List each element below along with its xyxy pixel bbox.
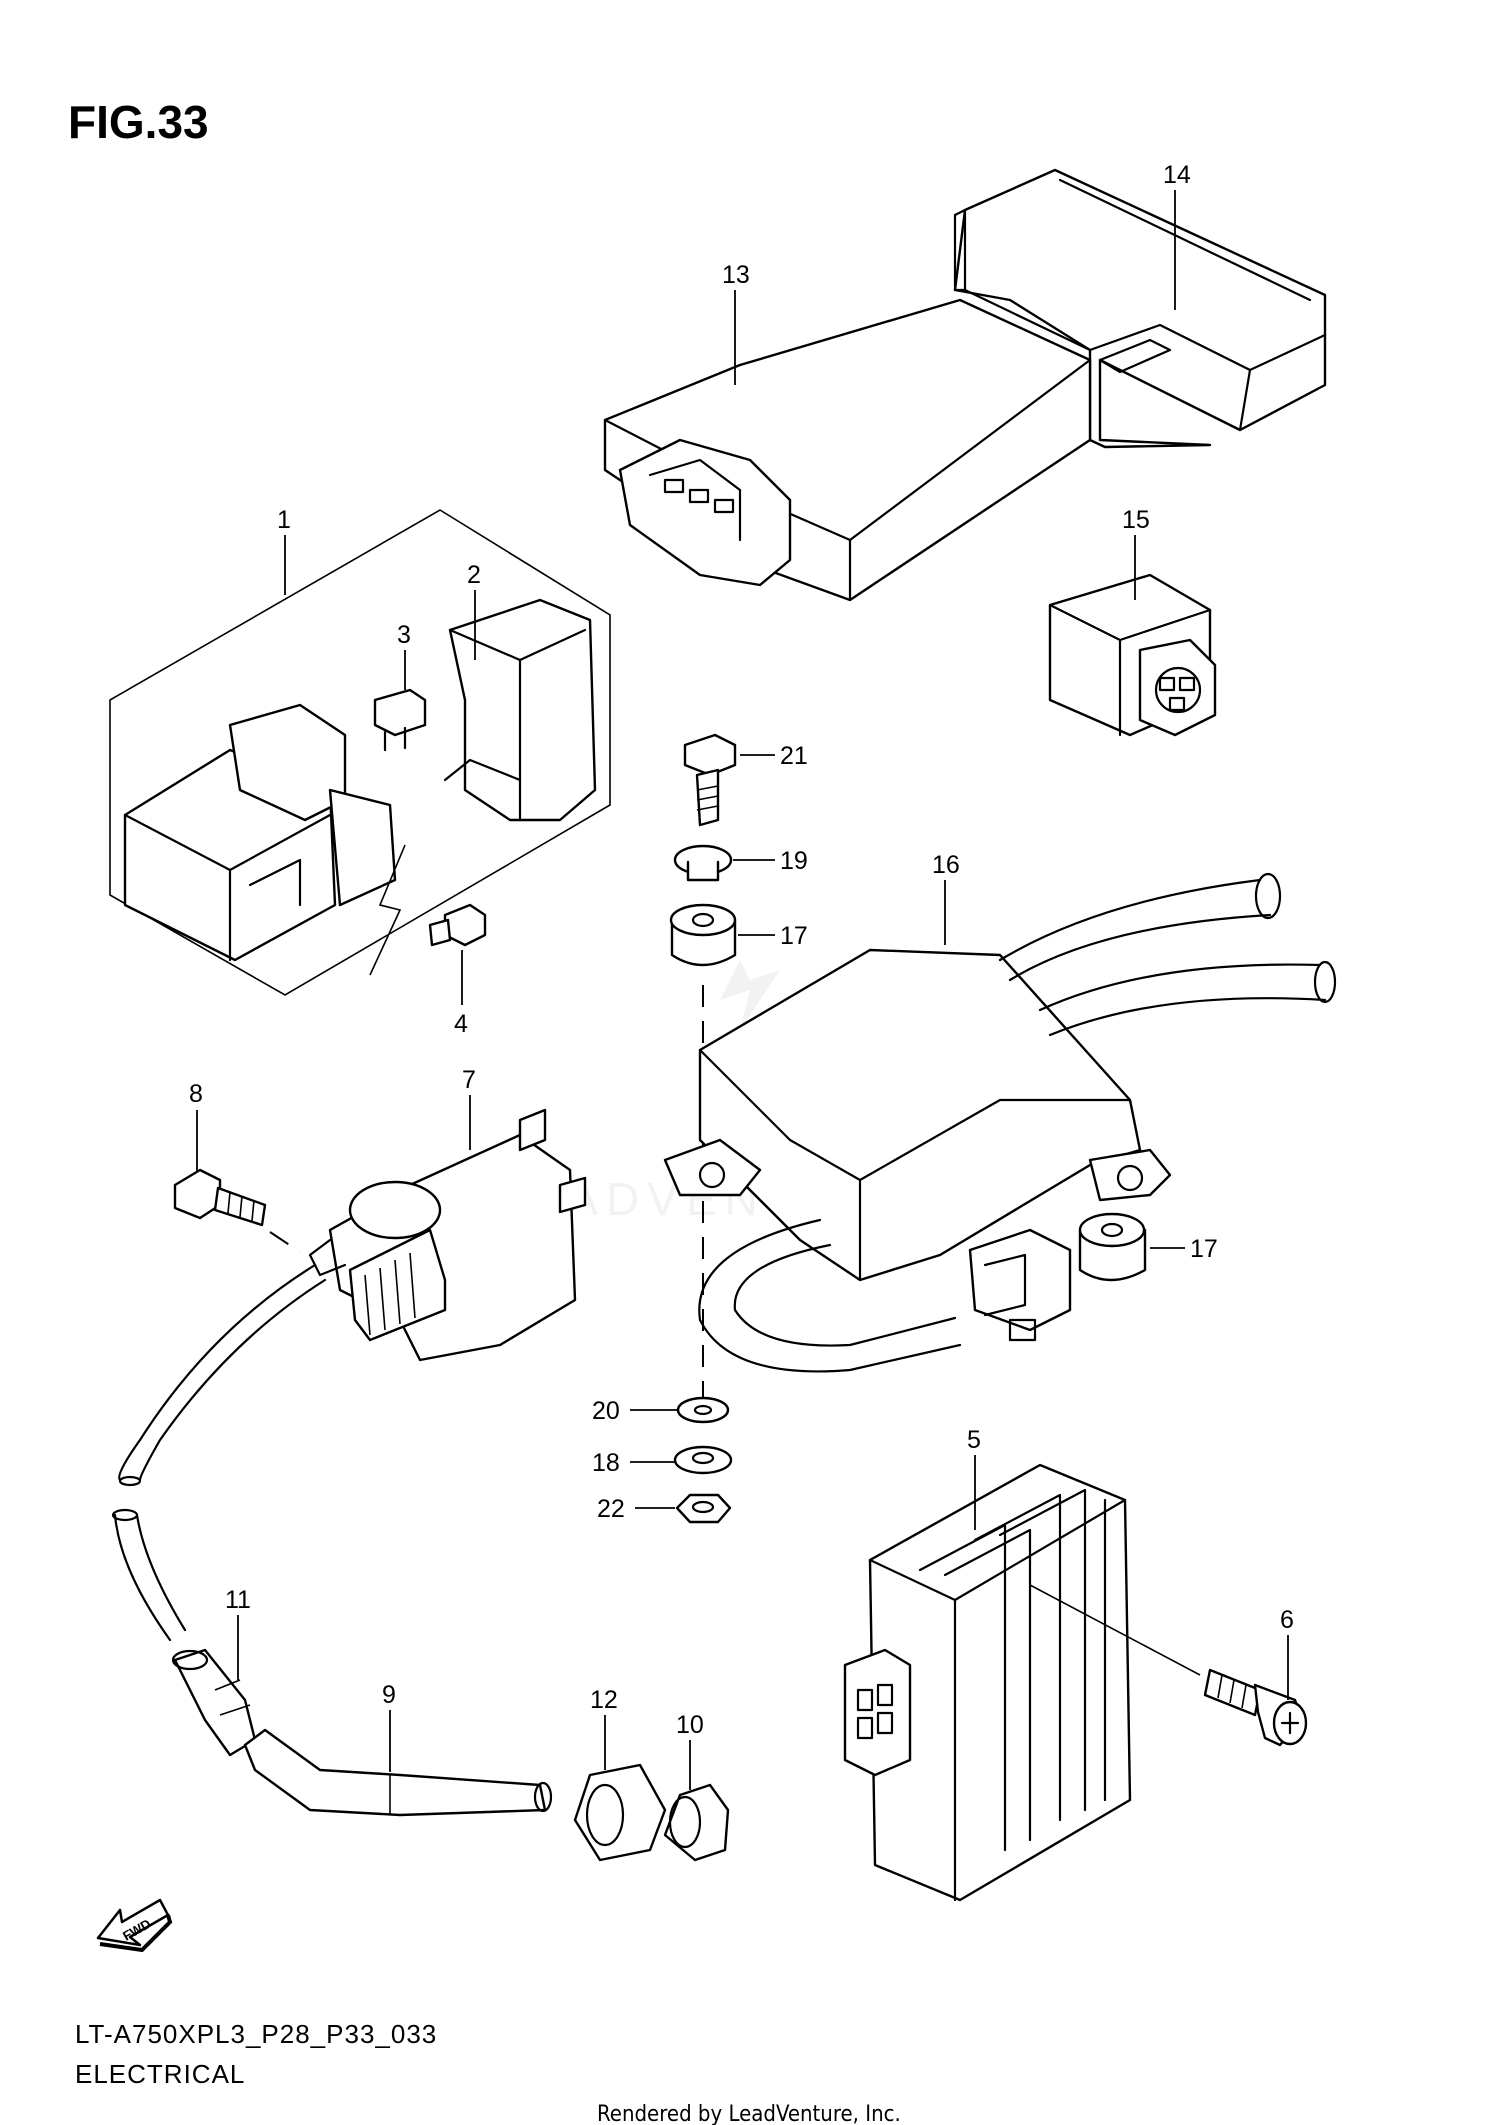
callout-14: 14 xyxy=(1163,161,1191,189)
callout-17b: 17 xyxy=(1190,1235,1218,1263)
zigzag-break xyxy=(369,844,406,976)
callout-7: 7 xyxy=(462,1066,476,1094)
part-17-grommet-upper[interactable] xyxy=(669,903,737,967)
part-16-control-unit[interactable] xyxy=(663,872,1337,1373)
model-code: LT-A750XPL3_P28_P33_033 xyxy=(75,2019,437,2049)
callout-18: 18 xyxy=(592,1449,620,1477)
part-6-bolt[interactable] xyxy=(1203,1668,1308,1747)
part-10-ring[interactable] xyxy=(663,1783,730,1862)
callout-5: 5 xyxy=(967,1426,981,1454)
part-17-grommet-lower[interactable] xyxy=(1078,1212,1147,1282)
callout-21: 21 xyxy=(780,742,808,770)
callout-13: 13 xyxy=(722,261,750,289)
callout-22: 22 xyxy=(597,1495,625,1523)
part-19-collar[interactable] xyxy=(673,844,733,882)
callout-20: 20 xyxy=(592,1397,620,1425)
high-tension-lead[interactable] xyxy=(111,1263,327,1642)
callout-2: 2 xyxy=(467,561,481,589)
callout-6: 6 xyxy=(1280,1606,1294,1634)
callout-17a: 17 xyxy=(780,922,808,950)
part-12-seal[interactable] xyxy=(573,1763,667,1862)
part-21-bolt[interactable] xyxy=(683,733,737,827)
bolt-8-axis xyxy=(269,1231,301,1253)
part-14-ecm-cover[interactable] xyxy=(953,168,1327,449)
part-20-washer[interactable] xyxy=(676,1396,730,1424)
figure-title: FIG.33 xyxy=(68,96,209,148)
part-18-washer[interactable] xyxy=(673,1445,733,1475)
part-5-regulator-rectifier[interactable] xyxy=(843,1463,1132,1902)
part-13-ecm[interactable] xyxy=(603,298,1092,602)
callout-19: 19 xyxy=(780,847,808,875)
part-9-plug-cap[interactable] xyxy=(243,1728,553,1817)
part-22-nut[interactable] xyxy=(675,1493,732,1524)
part-15-relay[interactable] xyxy=(1048,573,1217,737)
part-11-boot-seal[interactable] xyxy=(171,1648,257,1757)
callout-3: 3 xyxy=(397,621,411,649)
callout-4: 4 xyxy=(454,1010,468,1038)
part-4-bolt[interactable] xyxy=(428,903,487,947)
fwd-arrow-icon: FWD xyxy=(96,1898,173,1953)
part-8-bolt[interactable] xyxy=(173,1168,267,1227)
callout-9: 9 xyxy=(382,1681,396,1709)
part-3-fuse[interactable] xyxy=(373,688,427,752)
bolt-6-axis xyxy=(1029,1584,1201,1676)
part-7-ignition-coil[interactable] xyxy=(308,1108,587,1362)
callout-16: 16 xyxy=(932,851,960,879)
callout-8: 8 xyxy=(189,1080,203,1108)
callout-10: 10 xyxy=(676,1711,704,1739)
part-2-relay-cover[interactable] xyxy=(443,598,597,822)
part-1-starter-relay-kit[interactable] xyxy=(109,509,611,996)
credit-line: Rendered by LeadVenture, Inc. xyxy=(597,2102,901,2125)
callout-11: 11 xyxy=(225,1586,251,1614)
section-name: ELECTRICAL xyxy=(75,2059,245,2089)
callout-12: 12 xyxy=(590,1686,618,1714)
callout-15: 15 xyxy=(1122,506,1150,534)
callout-1: 1 xyxy=(277,506,291,534)
